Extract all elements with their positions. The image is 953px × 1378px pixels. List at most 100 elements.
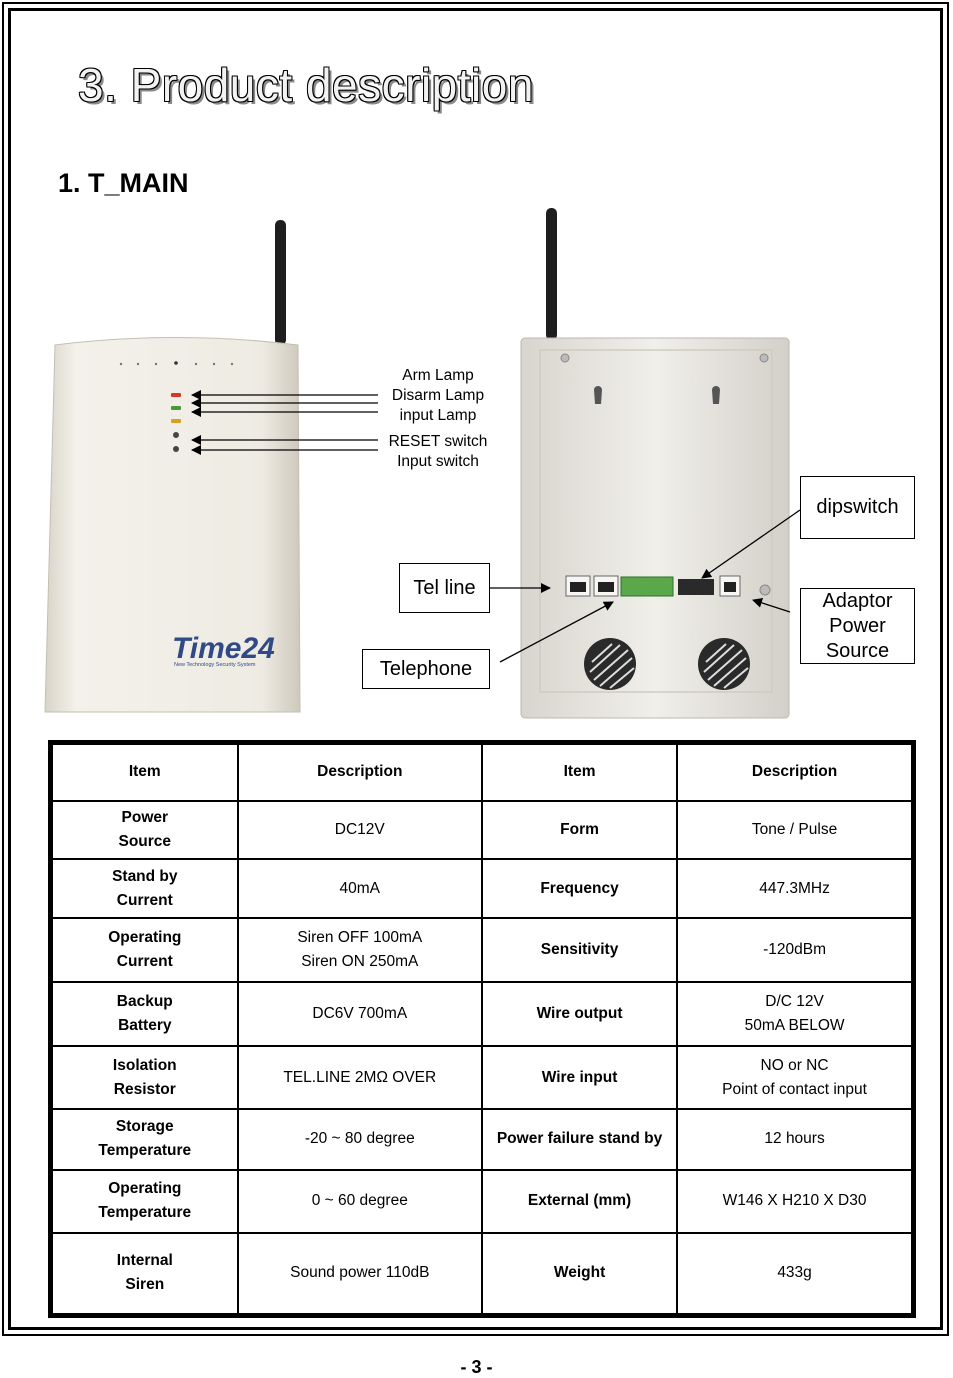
tel-line-callout: Tel line [399, 563, 490, 613]
reset-switch [173, 432, 179, 438]
table-cell-item: Form [480, 799, 679, 860]
front-device: Time24 New Technology Security System [44, 220, 301, 713]
cell-line: Weight [553, 1264, 606, 1282]
cell-line: Storage [115, 1118, 174, 1136]
table-cell-item: Wire output [480, 980, 679, 1047]
table-cell-description: Tone / Pulse [676, 799, 915, 860]
back-leader-lines [490, 509, 801, 663]
cell-line: Current [116, 952, 173, 970]
cell-line: Wire input [541, 1068, 618, 1086]
cell-line: Point of contact input [722, 1080, 867, 1098]
cell-line: Internal [116, 1252, 173, 1270]
product-figure: Time24 New Technology Security System [0, 200, 953, 730]
table-cell-item: Weight [480, 1231, 679, 1317]
telephone-callout: Telephone [362, 649, 490, 689]
adaptor-power-source-line: Adaptor [822, 589, 893, 612]
back-body [520, 337, 790, 719]
cell-line: Siren [125, 1276, 165, 1294]
table-cell-description: 433g [676, 1231, 915, 1317]
cell-line: Sound power 110dB [290, 1264, 430, 1282]
page-frame-outer [2, 2, 949, 1336]
cell-line: Siren ON 250mA [301, 952, 419, 970]
cell-line: 447.3MHz [759, 879, 830, 897]
cell-line: Temperature [98, 1142, 192, 1160]
lamp-label-group: Arm Lamp Disarm Lamp input Lamp RESET sw… [378, 366, 498, 472]
table-cell-description: -120dBm [676, 917, 915, 983]
cell-line: Source [118, 832, 172, 850]
adaptor-power-source-line: Power [829, 614, 886, 637]
arm-lamp-indicator [171, 393, 181, 397]
brand-logo: Time24 [172, 632, 275, 665]
cell-line: Stand by [112, 867, 178, 885]
disarm-lamp-label: Disarm Lamp [391, 387, 485, 404]
back-antenna [546, 208, 557, 340]
input-switch-label: Input switch [397, 453, 479, 470]
cell-line: External (mm) [527, 1192, 632, 1210]
cell-line: Battery [118, 1016, 172, 1034]
cell-line: DC12V [334, 820, 385, 838]
speaker-grille-right [698, 638, 750, 690]
cell-line: Resistor [113, 1080, 176, 1098]
input-lamp-label: input Lamp [399, 407, 477, 424]
adaptor-power-source-callout: Adaptor Power Source [800, 588, 915, 664]
cell-line: Tone / Pulse [751, 820, 838, 838]
cell-line: TEL.LINE 2MΩ OVER [283, 1068, 437, 1086]
cell-line: Backup [116, 992, 173, 1010]
cell-line: Temperature [98, 1204, 192, 1222]
header-item: Item [480, 741, 679, 802]
cell-line: DC6V 700mA [312, 1004, 408, 1022]
header-description: Description [676, 741, 915, 802]
front-body [44, 337, 301, 713]
table-cell-description: 0 ~ 60 degree [236, 1168, 483, 1234]
cell-line: 40mA [339, 879, 381, 897]
cell-line: Form [560, 820, 599, 838]
cell-line: 433g [777, 1264, 812, 1282]
cell-line: -20 ~ 80 degree [304, 1130, 415, 1148]
cell-line: 12 hours [764, 1130, 825, 1148]
input-switch [173, 446, 179, 452]
table-cell-description: 12 hours [676, 1108, 915, 1171]
cell-line: NO or NC [760, 1056, 829, 1074]
cell-line: Sensitivity [540, 940, 619, 958]
table-cell-description: 40mA [236, 857, 483, 920]
table-cell-description: -20 ~ 80 degree [236, 1108, 483, 1171]
cell-line: Operating [108, 928, 182, 946]
arm-lamp-label: Arm Lamp [402, 367, 474, 384]
cell-line: Operating [108, 1180, 182, 1198]
table-cell-description: DC12V [236, 799, 483, 860]
cell-line: Power [121, 808, 169, 826]
table-header-row: Item Description Item Description [49, 741, 915, 802]
section-title: 3. Product description [78, 59, 534, 111]
table-cell-item: Sensitivity [480, 917, 679, 983]
cell-line: Wire output [536, 1004, 623, 1022]
table-cell-item: Power failure stand by [480, 1108, 679, 1171]
cell-line: W146 X H210 X D30 [722, 1192, 867, 1210]
adaptor-power-source-line: Source [825, 639, 890, 662]
table-cell-description: DC6V 700mA [236, 980, 483, 1047]
dipswitch-callout: dipswitch [800, 476, 915, 539]
disarm-lamp-indicator [171, 406, 181, 410]
terminal-block [620, 576, 674, 597]
cell-line: -120dBm [763, 940, 826, 958]
back-device [520, 208, 790, 719]
speaker-grille-left [584, 638, 636, 690]
sub-title: 1. T_MAIN [58, 168, 189, 198]
table-cell-item: Wire input [480, 1044, 679, 1111]
cell-line: Isolation [112, 1056, 177, 1074]
table-cell-description: NO or NC Point of contact input [676, 1044, 915, 1111]
